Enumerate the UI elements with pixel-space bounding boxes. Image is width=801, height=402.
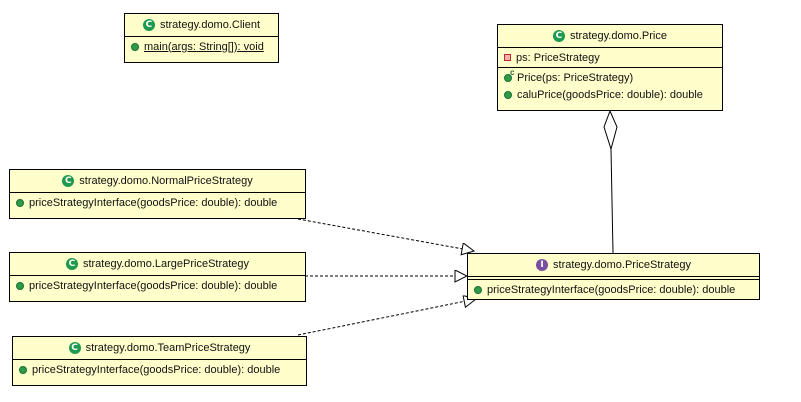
class-box-price[interactable]: C strategy.domo.Price ps: PriceStrategy … (497, 24, 723, 111)
class-name: strategy.domo.NormalPriceStrategy (79, 175, 253, 187)
method-row: priceStrategyInterface(goodsPrice: doubl… (13, 361, 306, 378)
methods-section: priceStrategyInterface(goodsPrice: doubl… (10, 193, 305, 212)
method-text: priceStrategyInterface(goodsPrice: doubl… (29, 196, 278, 209)
method-row: main(args: String[]): void (125, 38, 278, 55)
public-method-icon (19, 365, 27, 374)
class-icon: C (142, 19, 155, 31)
method-row: priceStrategyInterface(goodsPrice: doubl… (468, 281, 759, 298)
public-method-icon (474, 285, 482, 294)
class-header: C strategy.domo.LargePriceStrategy (10, 253, 305, 276)
method-row: caluPrice(goodsPrice: double): double (498, 86, 722, 103)
class-header: C strategy.domo.NormalPriceStrategy (10, 170, 305, 193)
attribute-text: ps: PriceStrategy (516, 51, 600, 64)
constructor-icon (504, 68, 514, 82)
methods-section: priceStrategyInterface(goodsPrice: doubl… (10, 276, 305, 295)
public-method-icon (16, 281, 24, 290)
method-text: Price(ps: PriceStrategy) (517, 71, 634, 84)
class-icon: C (62, 175, 75, 187)
class-icon: C (552, 30, 565, 42)
attributes-section (468, 277, 759, 280)
class-box-client[interactable]: C strategy.domo.Client main(args: String… (124, 13, 279, 63)
class-name: strategy.domo.PriceStrategy (553, 259, 691, 271)
methods-section: Price(ps: PriceStrategy) caluPrice(goods… (498, 68, 722, 104)
realization-normal-to-strategy (297, 218, 474, 251)
class-header: C strategy.domo.TeamPriceStrategy (13, 337, 306, 360)
attribute-row: ps: PriceStrategy (498, 49, 722, 66)
class-icon: C (65, 258, 78, 270)
class-name: strategy.domo.LargePriceStrategy (82, 258, 250, 270)
class-box-normal-price-strategy[interactable]: C strategy.domo.NormalPriceStrategy pric… (9, 169, 306, 219)
private-field-icon (504, 54, 511, 61)
class-name: strategy.domo.Client (159, 19, 261, 31)
interface-box-price-strategy[interactable]: I strategy.domo.PriceStrategy priceStrat… (467, 253, 760, 300)
method-row: Price(ps: PriceStrategy) (498, 68, 722, 86)
method-row: priceStrategyInterface(goodsPrice: doubl… (10, 277, 305, 294)
methods-section: priceStrategyInterface(goodsPrice: doubl… (13, 360, 306, 379)
attributes-section: ps: PriceStrategy (498, 48, 722, 68)
methods-section: priceStrategyInterface(goodsPrice: doubl… (468, 280, 759, 299)
class-name: strategy.domo.TeamPriceStrategy (85, 342, 251, 354)
realization-team-to-strategy (297, 299, 476, 336)
method-text: priceStrategyInterface(goodsPrice: doubl… (29, 279, 278, 292)
method-text: caluPrice(goodsPrice: double): double (517, 88, 703, 101)
public-method-icon (16, 198, 24, 207)
aggregation-diamond (603, 109, 618, 151)
class-header: I strategy.domo.PriceStrategy (468, 254, 759, 277)
class-name: strategy.domo.Price (569, 30, 667, 42)
interface-icon: I (536, 259, 549, 271)
class-header: C strategy.domo.Price (498, 25, 722, 48)
public-method-icon (131, 42, 139, 51)
class-box-team-price-strategy[interactable]: C strategy.domo.TeamPriceStrategy priceS… (12, 336, 307, 386)
class-header: C strategy.domo.Client (125, 14, 278, 37)
methods-section: main(args: String[]): void (125, 37, 278, 56)
class-icon: C (68, 342, 81, 354)
method-text: priceStrategyInterface(goodsPrice: doubl… (487, 283, 736, 296)
class-box-large-price-strategy[interactable]: C strategy.domo.LargePriceStrategy price… (9, 252, 306, 302)
aggregation-line (610, 148, 614, 254)
method-text: main(args: String[]): void (144, 40, 264, 53)
method-row: priceStrategyInterface(goodsPrice: doubl… (10, 194, 305, 211)
method-text: priceStrategyInterface(goodsPrice: doubl… (32, 363, 281, 376)
public-method-icon (504, 90, 512, 99)
